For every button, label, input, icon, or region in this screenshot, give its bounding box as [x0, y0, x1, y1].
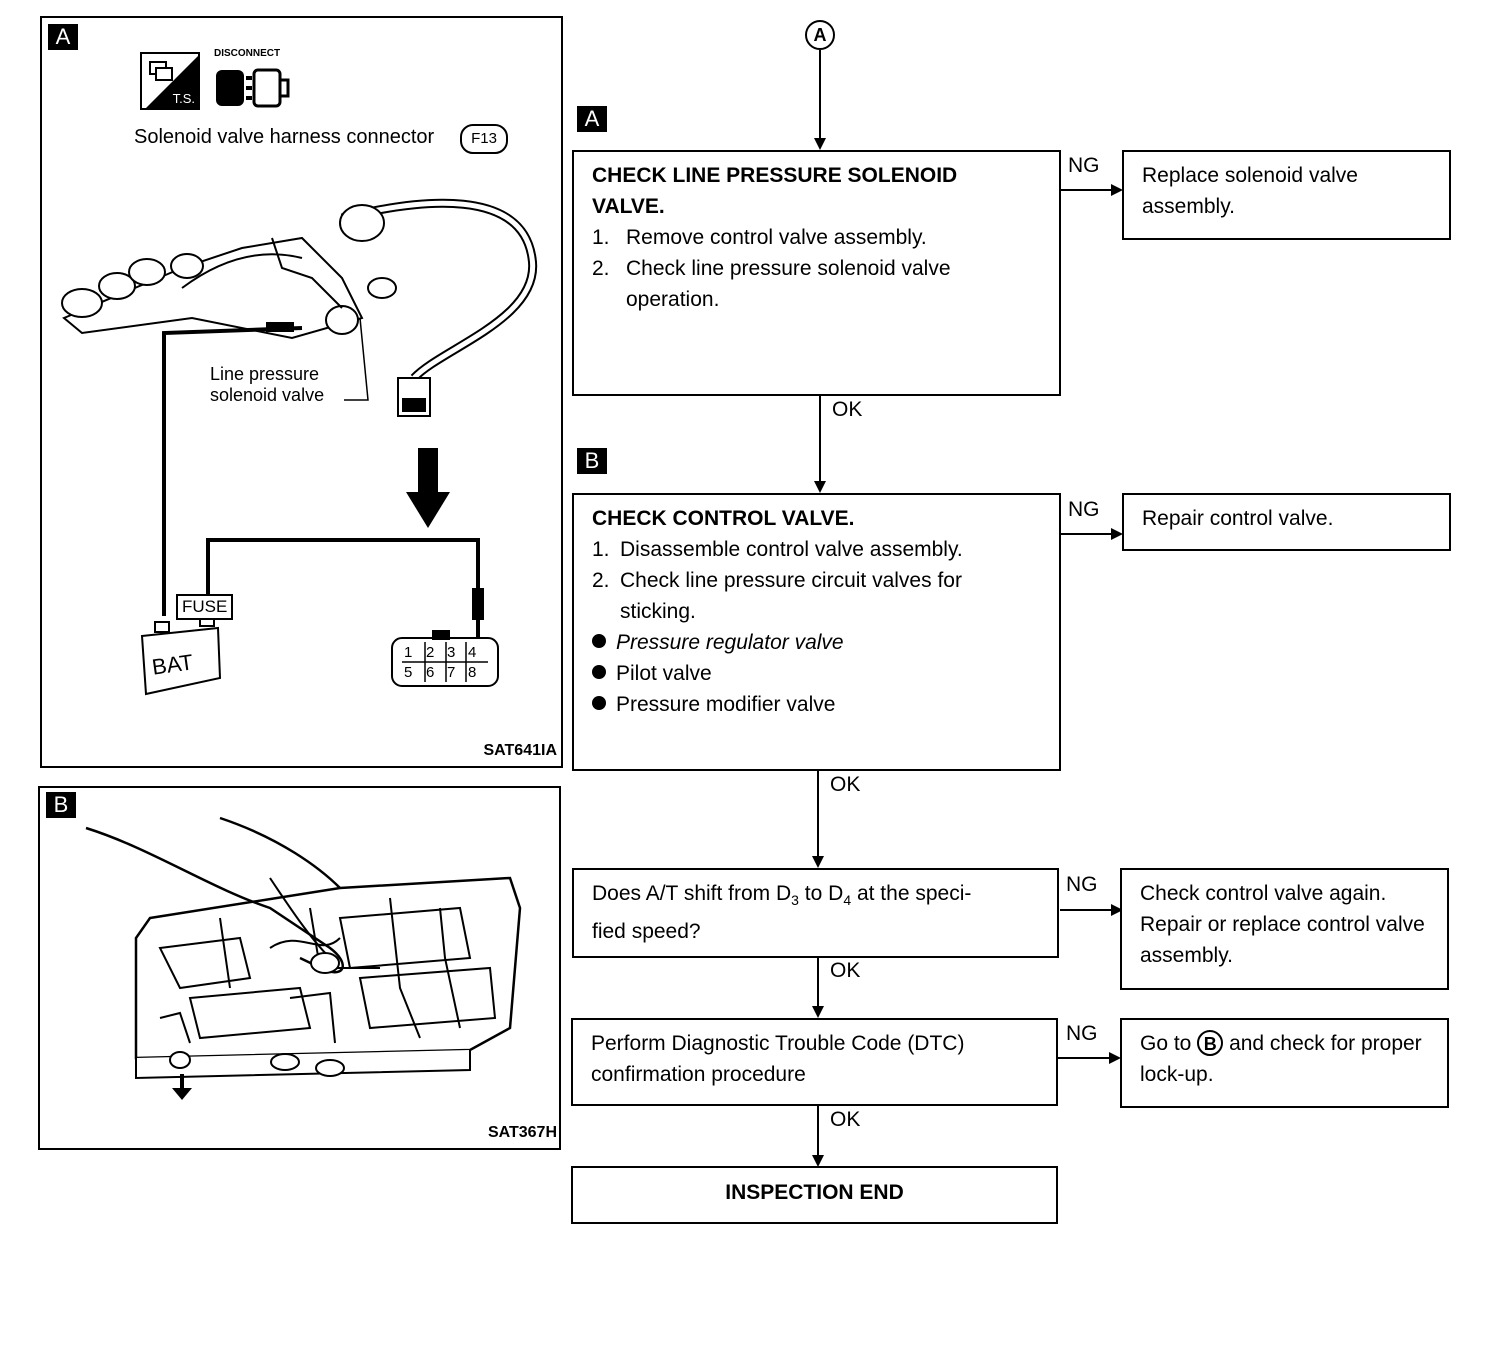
box2-ng-label: NG	[1068, 498, 1100, 521]
box1-ok-label: OK	[832, 398, 863, 421]
terminal-2: 2	[426, 644, 435, 661]
go-to-b-box: Go to B and check for proper lock-up.	[1120, 1018, 1449, 1108]
box3-ok-label: OK	[830, 959, 861, 982]
box1-step-2: 2.Check line pressure solenoid valve ope…	[592, 257, 951, 311]
box4-ng-label: NG	[1066, 1022, 1098, 1045]
terminal-1: 1	[404, 644, 413, 661]
bullet-icon	[592, 634, 606, 649]
fuse-label: FUSE	[176, 594, 234, 620]
panel-b-tag: B	[46, 792, 76, 818]
box2-step-1: 1.Disassemble control valve assembly.	[592, 538, 963, 561]
box4-ok-label: OK	[830, 1108, 861, 1131]
repair-control-valve-box: Repair control valve.	[1122, 493, 1451, 551]
check-control-valve-box: CHECK CONTROL VALVE. 1.Disassemble contr…	[572, 493, 1061, 771]
flow-tag-a: A	[577, 106, 607, 132]
start-marker: A	[805, 20, 835, 50]
figure-panel-a: A T.S. DISCONNECT Solenoid valve harness…	[40, 16, 563, 768]
figure-panel-b: B SAT367H	[38, 786, 561, 1150]
replace-solenoid-box: Replace solenoid valve assembly.	[1122, 150, 1451, 240]
connector-caption: Solenoid valve harness connector	[134, 126, 435, 148]
box2-bullet-3: Pressure modifier valve	[592, 689, 1041, 720]
terminal-3: 3	[447, 644, 456, 661]
check-valve-again-box: Check control valve again. Repair or rep…	[1120, 868, 1449, 990]
terminal-4: 4	[468, 644, 477, 661]
dtc-confirmation-box: Perform Diagnostic Trouble Code (DTC) co…	[571, 1018, 1058, 1106]
connector-code-badge: F13	[460, 124, 508, 154]
box2-bullet-2: Pilot valve	[592, 658, 1041, 689]
terminal-7: 7	[447, 664, 456, 681]
disconnect-label: DISCONNECT	[214, 48, 281, 59]
box2-bullet-1: Pressure regulator valve	[592, 627, 1041, 658]
panel-a-tag: A	[48, 24, 78, 50]
bullet-icon	[592, 696, 606, 711]
box3-question: Does A/T shift from D3 to D4 at the spec…	[592, 882, 972, 944]
figure-code-a: SAT641IA	[483, 742, 557, 759]
box2-ok-label: OK	[830, 773, 861, 796]
bullet-icon	[592, 665, 606, 680]
shift-check-box: Does A/T shift from D3 to D4 at the spec…	[572, 868, 1059, 958]
disconnect-icon	[216, 68, 290, 108]
ts-label: T.S.	[172, 91, 195, 106]
box1-step-1: 1.Remove control valve assembly.	[592, 226, 927, 249]
terminal-5: 5	[404, 664, 413, 681]
marker-b-icon: B	[1197, 1030, 1224, 1056]
inspection-end-box: INSPECTION END	[571, 1166, 1058, 1224]
solenoid-harness-drawing	[61, 198, 538, 696]
box2-step-2: 2.Check line pressure circuit valves for…	[592, 569, 962, 623]
control-valve-drawing	[85, 816, 522, 1100]
terminal-6: 6	[426, 664, 435, 681]
ts-icon: T.S.	[140, 52, 200, 110]
terminal-8: 8	[468, 664, 477, 681]
flow-tag-b: B	[577, 448, 607, 474]
line-pressure-label: Line pressure solenoid valve	[210, 364, 325, 405]
box1-ng-label: NG	[1068, 154, 1100, 177]
box2-title: CHECK CONTROL VALVE.	[592, 507, 855, 530]
figure-code-b: SAT367H	[487, 1124, 557, 1141]
box3-ng-label: NG	[1066, 873, 1098, 896]
